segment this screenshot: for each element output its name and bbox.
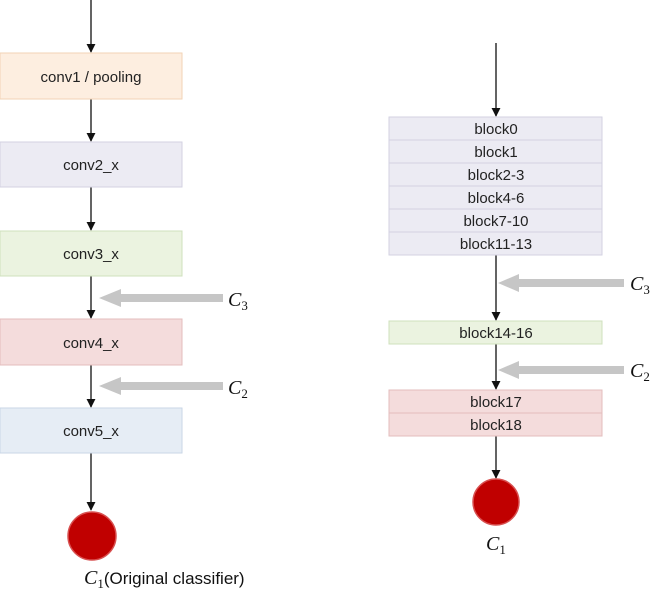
right-group-pink: block17 block18: [388, 389, 603, 437]
left-block-label: conv4_x: [63, 335, 119, 352]
side-input-subscript: 3: [643, 282, 650, 297]
left-block-conv5: conv5_x: [0, 407, 183, 454]
left-block-conv3: conv3_x: [0, 230, 183, 277]
side-input-letter: C: [228, 377, 242, 399]
left-side-input-c3: C3: [99, 289, 248, 313]
left-block-conv1: conv1 / pooling: [0, 52, 183, 100]
right-block-label: block18: [470, 417, 522, 434]
right-side-input-c3: C3: [498, 273, 650, 297]
side-input-subscript: 2: [241, 386, 248, 401]
left-block-conv4: conv4_x: [0, 318, 183, 366]
right-group-lavender: block0 block1 block2-3 block4-6 block7-1…: [388, 116, 603, 256]
right-block-label: block17: [470, 394, 522, 411]
left-block-label: conv5_x: [63, 423, 119, 440]
right-block-label: block4-6: [468, 190, 525, 207]
right-network: block0 block1 block2-3 block4-6 block7-1…: [388, 43, 650, 557]
left-classifier-circle: [67, 511, 117, 561]
right-group-green: block14-16: [388, 320, 603, 345]
svg-text:C3: C3: [228, 289, 248, 313]
left-block-label: conv3_x: [63, 246, 119, 263]
left-block-label: conv2_x: [63, 157, 119, 174]
right-block-label: block1: [474, 144, 517, 161]
svg-text:C3: C3: [630, 273, 650, 297]
left-classifier-caption: C1(Original classifier): [84, 567, 245, 591]
left-network: conv1 / pooling conv2_x conv3_x conv4_x …: [0, 0, 248, 591]
side-input-letter: C: [630, 273, 644, 295]
svg-text:C2: C2: [630, 360, 650, 384]
side-input-subscript: 3: [241, 298, 248, 313]
right-side-input-c2: C2: [498, 360, 650, 384]
left-block-label: conv1 / pooling: [41, 69, 142, 86]
right-block-label: block11-13: [460, 236, 532, 253]
right-block-label: block14-16: [459, 325, 532, 342]
svg-text:C2: C2: [228, 377, 248, 401]
right-classifier-circle: [472, 478, 520, 526]
side-input-letter: C: [228, 289, 242, 311]
right-classifier-caption: C1: [486, 533, 506, 557]
right-block-label: block7-10: [463, 213, 528, 230]
side-input-subscript: 2: [643, 369, 650, 384]
left-side-input-c2: C2: [99, 377, 248, 401]
left-block-conv2: conv2_x: [0, 141, 183, 188]
side-input-letter: C: [630, 360, 644, 382]
right-block-label: block2-3: [468, 167, 525, 184]
right-block-label: block0: [474, 121, 517, 138]
